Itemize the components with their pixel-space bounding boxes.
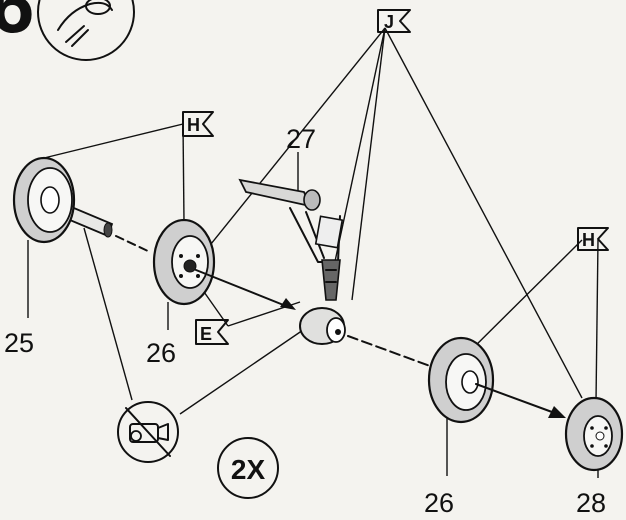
flag-e: E bbox=[195, 319, 229, 345]
flag-h-right: H bbox=[577, 227, 609, 251]
part-number-28: 28 bbox=[576, 488, 606, 518]
hub-mount bbox=[299, 307, 346, 345]
wheel-28 bbox=[564, 396, 624, 472]
part-number-26-left: 26 bbox=[146, 338, 176, 368]
part-number-25: 25 bbox=[4, 328, 34, 358]
leader-lines bbox=[27, 27, 599, 478]
part-number-27: 27 bbox=[286, 124, 316, 154]
no-glue-icon bbox=[117, 401, 179, 463]
part-number-26-right: 26 bbox=[424, 488, 454, 518]
strut-27 bbox=[238, 178, 344, 301]
quantity-badge: 2X bbox=[217, 437, 279, 499]
flag-h-left: H bbox=[182, 111, 214, 137]
arrow-hub-to-right bbox=[347, 335, 431, 367]
svg-text:E: E bbox=[200, 324, 212, 344]
arrow-right-to-28 bbox=[475, 383, 566, 418]
propeller-gear-icon bbox=[37, 0, 135, 61]
svg-text:H: H bbox=[582, 230, 595, 250]
step-number: 6 bbox=[0, 0, 35, 49]
svg-text:H: H bbox=[187, 115, 200, 135]
wheel-26-right bbox=[427, 336, 495, 424]
wheel-26-left bbox=[152, 218, 216, 306]
flag-j-top: J bbox=[377, 9, 411, 33]
quantity-label: 2X bbox=[231, 454, 266, 485]
wheel-25 bbox=[12, 156, 76, 244]
svg-text:J: J bbox=[384, 12, 394, 32]
arrow-left-to-hub bbox=[195, 269, 296, 310]
